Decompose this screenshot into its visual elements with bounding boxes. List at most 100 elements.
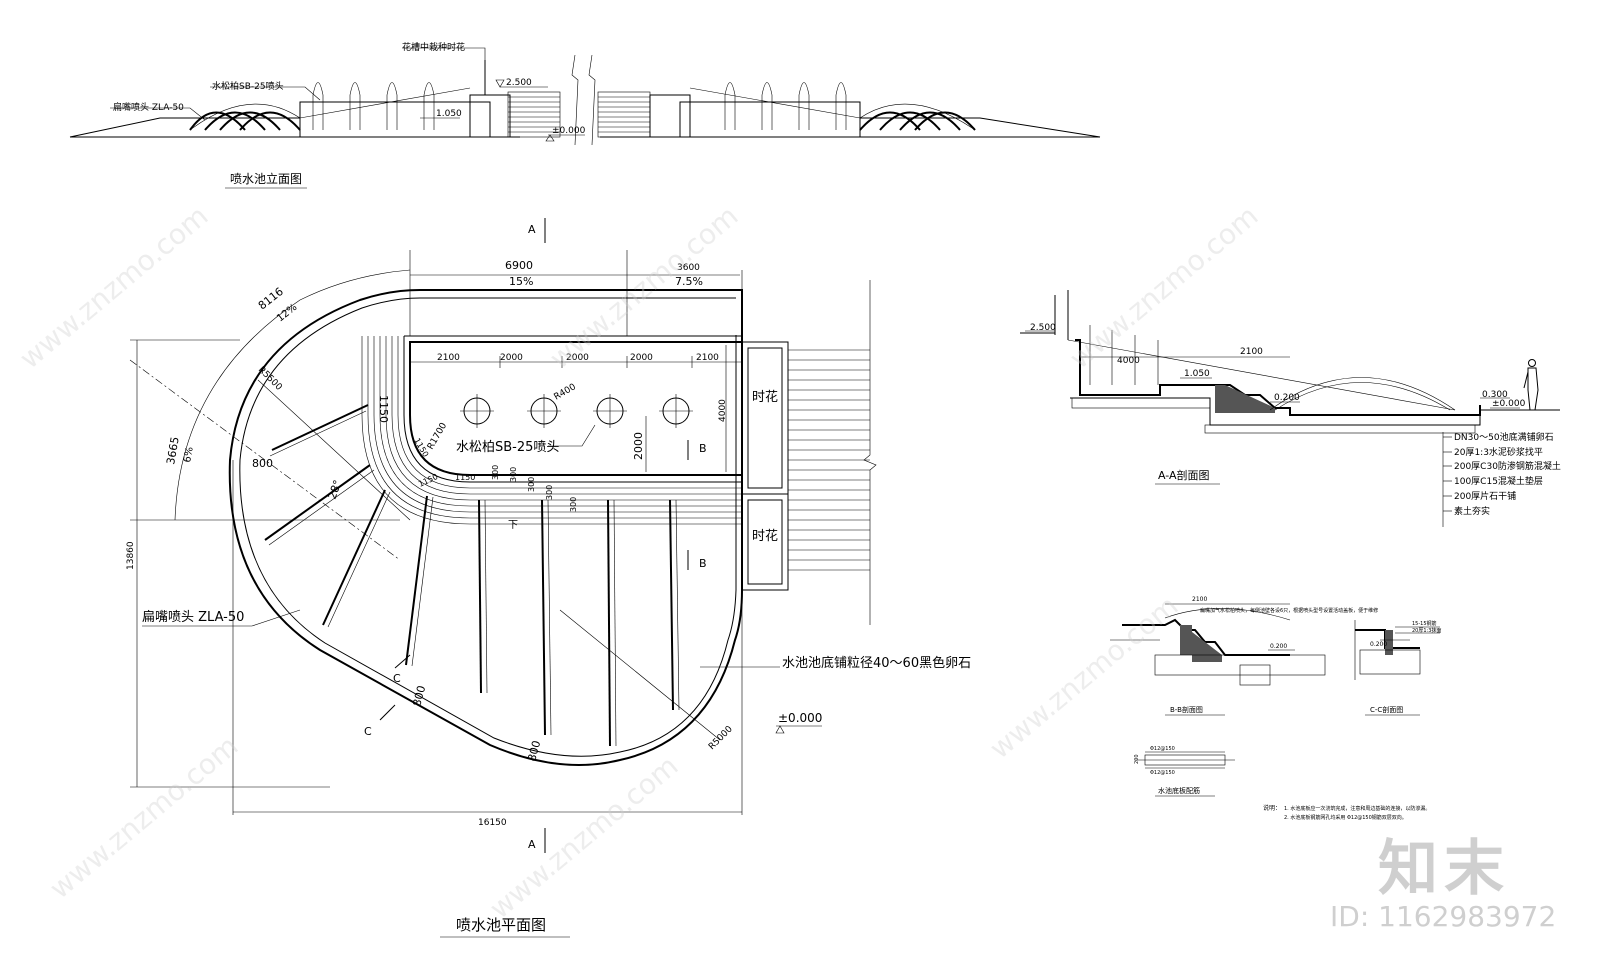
cypress-basin-outline: [409, 341, 743, 476]
dim-2000a: 2000: [500, 353, 523, 363]
aa-layer-3: 200厚C30防渗钢筋混凝土: [1454, 460, 1561, 472]
slab-detail: Φ12@150 Φ12@150 200 水池底板配筋: [1134, 746, 1235, 797]
dim-800a: 800: [252, 457, 273, 470]
section-bb: 2100 扁嘴加气水松柏喷头，每侧池壁各设6只，根据喷头型号设置活动盖板，便于维…: [1110, 596, 1378, 716]
aa-layer-6: 素土夯实: [1454, 505, 1490, 517]
aa-level-2500: 2.500: [1030, 323, 1056, 333]
aa-dim-2100: 2100: [1240, 347, 1263, 357]
dim-2000b: 2000: [566, 353, 589, 363]
aa-level-0: ±0.000: [1492, 399, 1526, 409]
dim-12pct: 12%: [275, 302, 299, 324]
terrace-steps: [361, 336, 742, 525]
aa-level-200: 0.200: [1274, 393, 1300, 403]
dim-1150c: 1150: [455, 473, 475, 482]
fan-jets-left: [189, 103, 301, 131]
elev-flower-note: 花槽中栽种时花: [402, 41, 465, 53]
dim-300a: 300: [491, 465, 500, 480]
aa-level-1050: 1.050: [1184, 369, 1210, 379]
slab-rebar-1: Φ12@150: [1150, 746, 1175, 752]
dim-800b: 800: [410, 684, 428, 708]
watermark-4: www.znzmo.com: [43, 729, 244, 905]
notes-line-1: 1. 水池底板应一次浇筑完成，注意和周边基础的连接，以防渗漏。: [1284, 805, 1430, 812]
plan-level-0: ±0.000: [778, 711, 822, 725]
section-b-top: B: [699, 442, 707, 455]
plan-section-a-bottom: A: [528, 838, 536, 851]
dim-4000: 4000: [718, 399, 728, 422]
fountain-elevation: 花槽中栽种时花 水松柏SB-25喷头 扁嘴喷头 ZLA-50 2.500 1.0…: [69, 41, 1101, 189]
dim-r5000: R5000: [707, 724, 735, 752]
fan-jets-right: [859, 103, 976, 131]
bb-note: 扁嘴加气水松柏喷头，每侧池壁各设6只，根据喷头型号设置活动盖板，便于维修: [1200, 607, 1378, 614]
brand-logo: 知末: [1378, 834, 1510, 904]
dim-6pct: 6%: [182, 446, 196, 464]
dim-800c: 800: [525, 739, 543, 763]
elev-fan-nozzle: 扁嘴喷头 ZLA-50: [113, 101, 184, 113]
plan-down: 下: [508, 520, 518, 531]
flower-box-2: [741, 493, 789, 591]
aa-layer-2: 20厚1:3水泥砂浆找平: [1454, 446, 1543, 458]
bb-level-200: 0.200: [1270, 643, 1287, 650]
section-cc: 15-15钢筋 20厚1:3抹面 0.200 C-C剖面图: [1354, 620, 1441, 716]
elev-level-2500: 2.500: [506, 78, 532, 88]
dim-300b: 300: [509, 467, 518, 482]
elev-cypress-nozzle: 水松柏SB-25喷头: [212, 80, 284, 92]
notes-line-2: 2. 水池底板钢筋网孔均采用 Φ12@150钢筋双层双向。: [1284, 814, 1407, 821]
dim-2100a: 2100: [437, 353, 460, 363]
elev-level-0: ±0.000: [552, 126, 586, 136]
dim-13860: 13860: [126, 541, 136, 570]
watermark-6: www.znzmo.com: [983, 589, 1184, 765]
watermark-3: www.znzmo.com: [1063, 199, 1264, 375]
dim-r1700: R1700: [426, 421, 449, 451]
dim-2000c: 2000: [630, 353, 653, 363]
plan-stairs: [788, 349, 870, 571]
flower-box-1: [741, 341, 789, 495]
dim-300d: 300: [545, 485, 554, 500]
dim-2100b: 2100: [696, 353, 719, 363]
dim-16150: 16150: [478, 818, 507, 828]
slab-title: 水池底板配筋: [1158, 786, 1200, 795]
section-c-top: C: [393, 672, 401, 685]
plan-section-a-top: A: [528, 223, 536, 236]
plan-title: 喷水池平面图: [456, 916, 546, 934]
fan-jet-lines: [264, 404, 680, 747]
dim-r400: R400: [553, 382, 579, 403]
fountain-plan: A A: [126, 218, 971, 938]
dim-75pct: 7.5%: [675, 275, 703, 288]
cypress-sprays-right: [724, 82, 847, 130]
bb-title: B-B剖面图: [1170, 705, 1203, 714]
cc-note-2: 20厚1:3抹面: [1412, 627, 1441, 634]
cypress-sprays-left: [312, 82, 435, 130]
dim-2000v: 2000: [632, 432, 645, 460]
dim-300c: 300: [527, 477, 536, 492]
aa-title: A-A剖面图: [1158, 468, 1210, 482]
aa-level-300: 0.300: [1482, 390, 1508, 400]
aa-layer-5: 200厚片石干铺: [1454, 490, 1516, 502]
watermarks: www.znzmo.com www.znzmo.com www.znzmo.co…: [13, 199, 1264, 925]
slab-height: 200: [1134, 754, 1140, 764]
dim-angle: 28°: [326, 478, 345, 501]
bb-dim-2100: 2100: [1192, 596, 1207, 603]
plan-fan-nozzle: 扁嘴喷头 ZLA-50: [142, 610, 244, 625]
cc-level-200: 0.200: [1370, 641, 1387, 648]
watermark-5: www.znzmo.com: [483, 749, 684, 925]
dim-8116: 8116: [256, 285, 286, 312]
cc-title: C-C剖面图: [1370, 705, 1403, 714]
section-c-bottom: C: [364, 725, 372, 738]
dim-1150a: 1150: [377, 395, 390, 423]
aa-dim-4000: 4000: [1117, 356, 1140, 366]
cc-note-1: 15-15钢筋: [1412, 620, 1437, 627]
slab-rebar-2: Φ12@150: [1150, 770, 1175, 776]
dim-300e: 300: [569, 497, 578, 512]
plan-pebble-note: 水池池底铺粒径40～60黑色卵石: [782, 655, 971, 671]
dim-15pct: 15%: [509, 275, 533, 288]
elevation-title: 喷水池立面图: [230, 171, 302, 186]
person-figure: [1523, 359, 1539, 411]
cypress-nozzles: [460, 394, 693, 428]
dim-3600: 3600: [677, 263, 700, 273]
elevation-stairs-right: [597, 91, 651, 138]
dim-3665: 3665: [164, 436, 182, 466]
elevation-stairs-left: [507, 91, 561, 138]
plan-cypress-nozzle: 水松柏SB-25喷头: [456, 440, 559, 455]
flower-box-2-label: 时花: [752, 528, 778, 544]
